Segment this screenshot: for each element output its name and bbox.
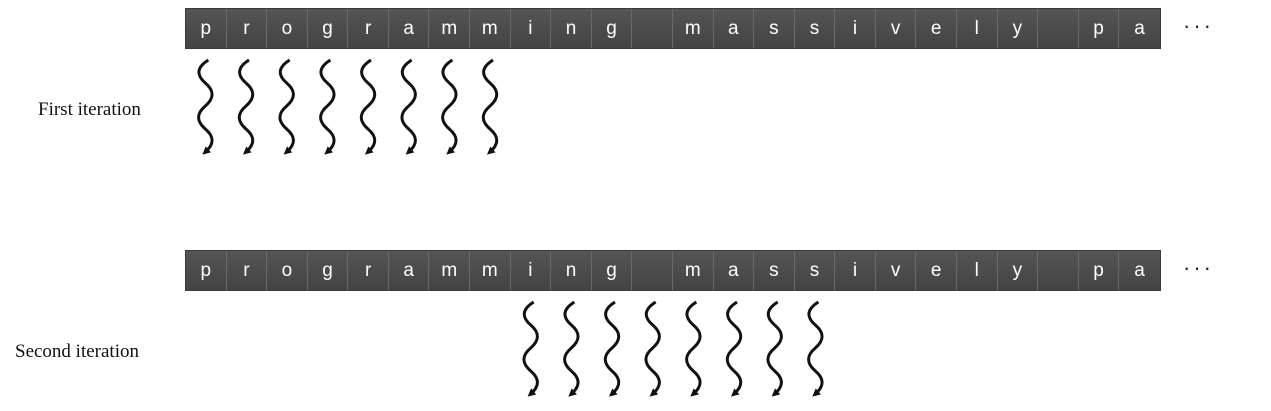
char-cell: s — [754, 251, 795, 290]
thread-wavy-arrow-icon — [441, 58, 458, 155]
second-iteration-label: Second iteration — [15, 341, 139, 362]
thread-wavy-arrow-icon — [481, 58, 499, 155]
char-cell: g — [307, 9, 349, 48]
char-cell: o — [267, 9, 308, 48]
char-cell: p — [1078, 251, 1120, 290]
char-cell: r — [226, 251, 268, 290]
thread-wavy-arrow-icon — [278, 58, 295, 155]
second-iteration-ellipsis: ··· — [1183, 255, 1214, 280]
thread-wavy-arrow-icon — [237, 58, 255, 155]
char-cell: n — [551, 9, 592, 48]
char-cell: y — [997, 9, 1039, 48]
thread-wavy-arrow-icon — [197, 58, 214, 155]
char-cell: m — [470, 9, 511, 48]
char-cell: m — [429, 9, 471, 48]
char-cell: m — [672, 9, 714, 48]
char-cell: m — [470, 251, 511, 290]
char-cell: i — [510, 251, 552, 290]
char-cell: m — [429, 251, 471, 290]
char-cell: p — [1078, 9, 1120, 48]
char-cell: s — [754, 9, 795, 48]
char-cell: s — [794, 9, 836, 48]
thread-wavy-arrow-icon — [522, 300, 539, 397]
char-cell: l — [956, 9, 998, 48]
char-cell: p — [186, 9, 227, 48]
thread-wavy-arrow-icon — [766, 300, 783, 397]
thread-wavy-arrow-icon — [319, 58, 336, 155]
char-cell: a — [713, 9, 755, 48]
thread-wavy-arrow-icon — [644, 300, 661, 397]
char-cell — [632, 251, 673, 290]
char-cell — [632, 9, 673, 48]
char-cell: a — [388, 9, 430, 48]
char-cell: i — [835, 251, 876, 290]
char-cell: n — [551, 251, 592, 290]
char-cell: a — [1119, 251, 1160, 290]
char-cell: a — [1119, 9, 1160, 48]
char-cell: e — [916, 251, 957, 290]
char-cell: r — [348, 251, 389, 290]
char-cell: o — [267, 251, 308, 290]
thread-wavy-arrow-icon — [725, 300, 743, 397]
char-cell: l — [956, 251, 998, 290]
char-cell: i — [835, 9, 876, 48]
char-cell — [1038, 9, 1079, 48]
char-cell: r — [226, 9, 268, 48]
thread-wavy-arrow-icon — [807, 300, 824, 397]
char-cell — [1038, 251, 1079, 290]
char-cell: g — [591, 9, 633, 48]
char-cell: v — [875, 9, 917, 48]
char-cell: y — [997, 251, 1039, 290]
thread-wavy-arrow-icon — [563, 300, 580, 397]
first-iteration-label: First iteration — [38, 99, 141, 120]
thread-wavy-arrow-icon — [603, 300, 621, 397]
char-cell: v — [875, 251, 917, 290]
char-cell: s — [794, 251, 836, 290]
thread-wavy-arrow-icon — [400, 58, 417, 155]
first-iteration-ellipsis: ··· — [1183, 13, 1214, 38]
char-cell: i — [510, 9, 552, 48]
char-cell: g — [591, 251, 633, 290]
char-cell: r — [348, 9, 389, 48]
thread-wavy-arrow-icon — [685, 300, 702, 397]
char-cell: a — [388, 251, 430, 290]
char-cell: a — [713, 251, 755, 290]
char-cell: m — [672, 251, 714, 290]
char-cell: g — [307, 251, 349, 290]
thread-wavy-arrow-icon — [359, 58, 377, 155]
char-cell: p — [186, 251, 227, 290]
char-cell: e — [916, 9, 957, 48]
